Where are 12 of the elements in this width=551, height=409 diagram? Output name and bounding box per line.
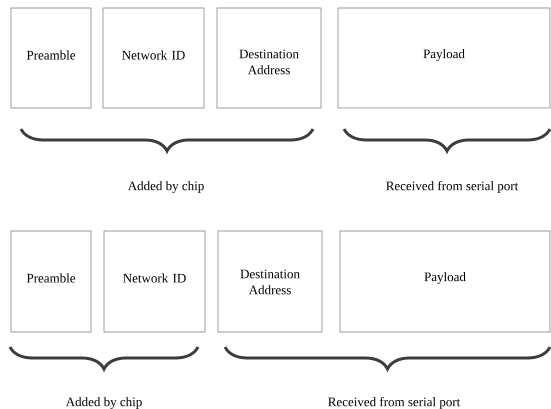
field-box: Preamble	[10, 8, 92, 108]
group-label: Received from serial port	[386, 181, 518, 193]
field-box: Payload	[338, 8, 550, 108]
field-box: Payload	[340, 230, 550, 332]
field-box: Destination Address	[218, 230, 322, 332]
field-box: Preamble	[10, 230, 92, 332]
group-label: Added by chip	[66, 397, 142, 409]
field-box: Network ID	[102, 8, 204, 108]
field-box: Destination Address	[216, 8, 322, 108]
group-label: Added by chip	[128, 181, 204, 193]
field-box: Network ID	[104, 230, 206, 332]
group-label: Received from serial port	[328, 397, 460, 409]
